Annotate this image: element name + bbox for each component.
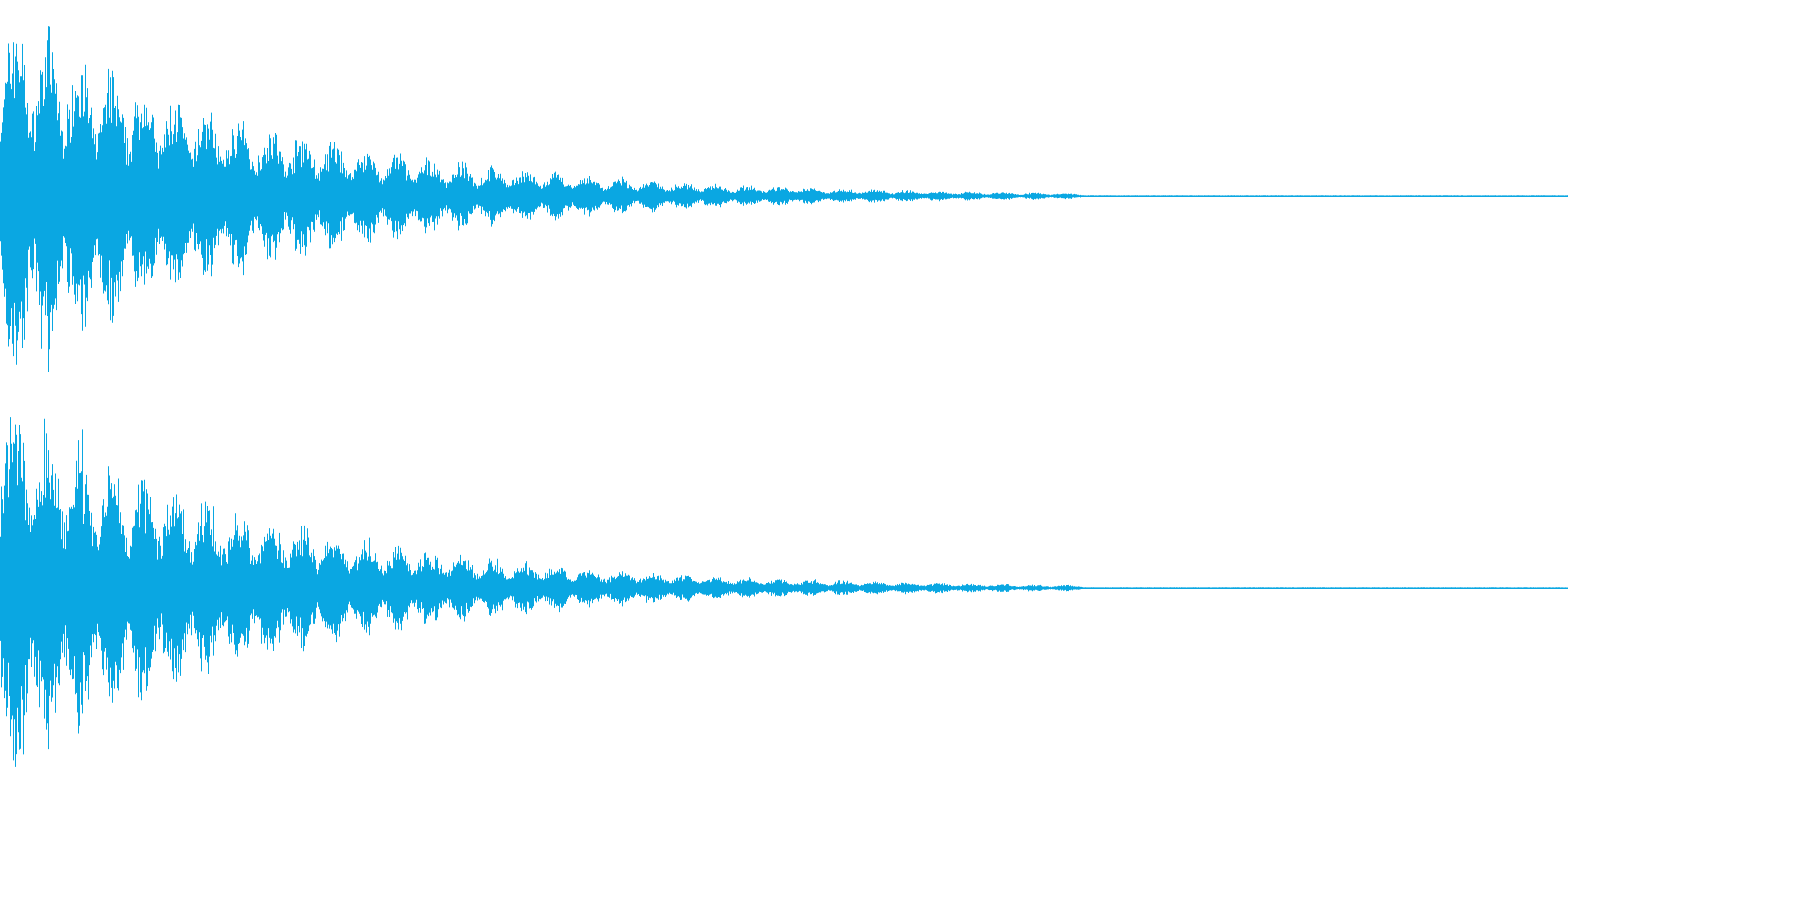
waveform-trace [0,417,1568,767]
channel-right-waveform [0,417,1568,767]
stereo-waveform [0,26,1568,767]
waveform-trace [0,26,1568,372]
channel-left-waveform [0,26,1568,372]
waveform-view [0,26,1568,767]
